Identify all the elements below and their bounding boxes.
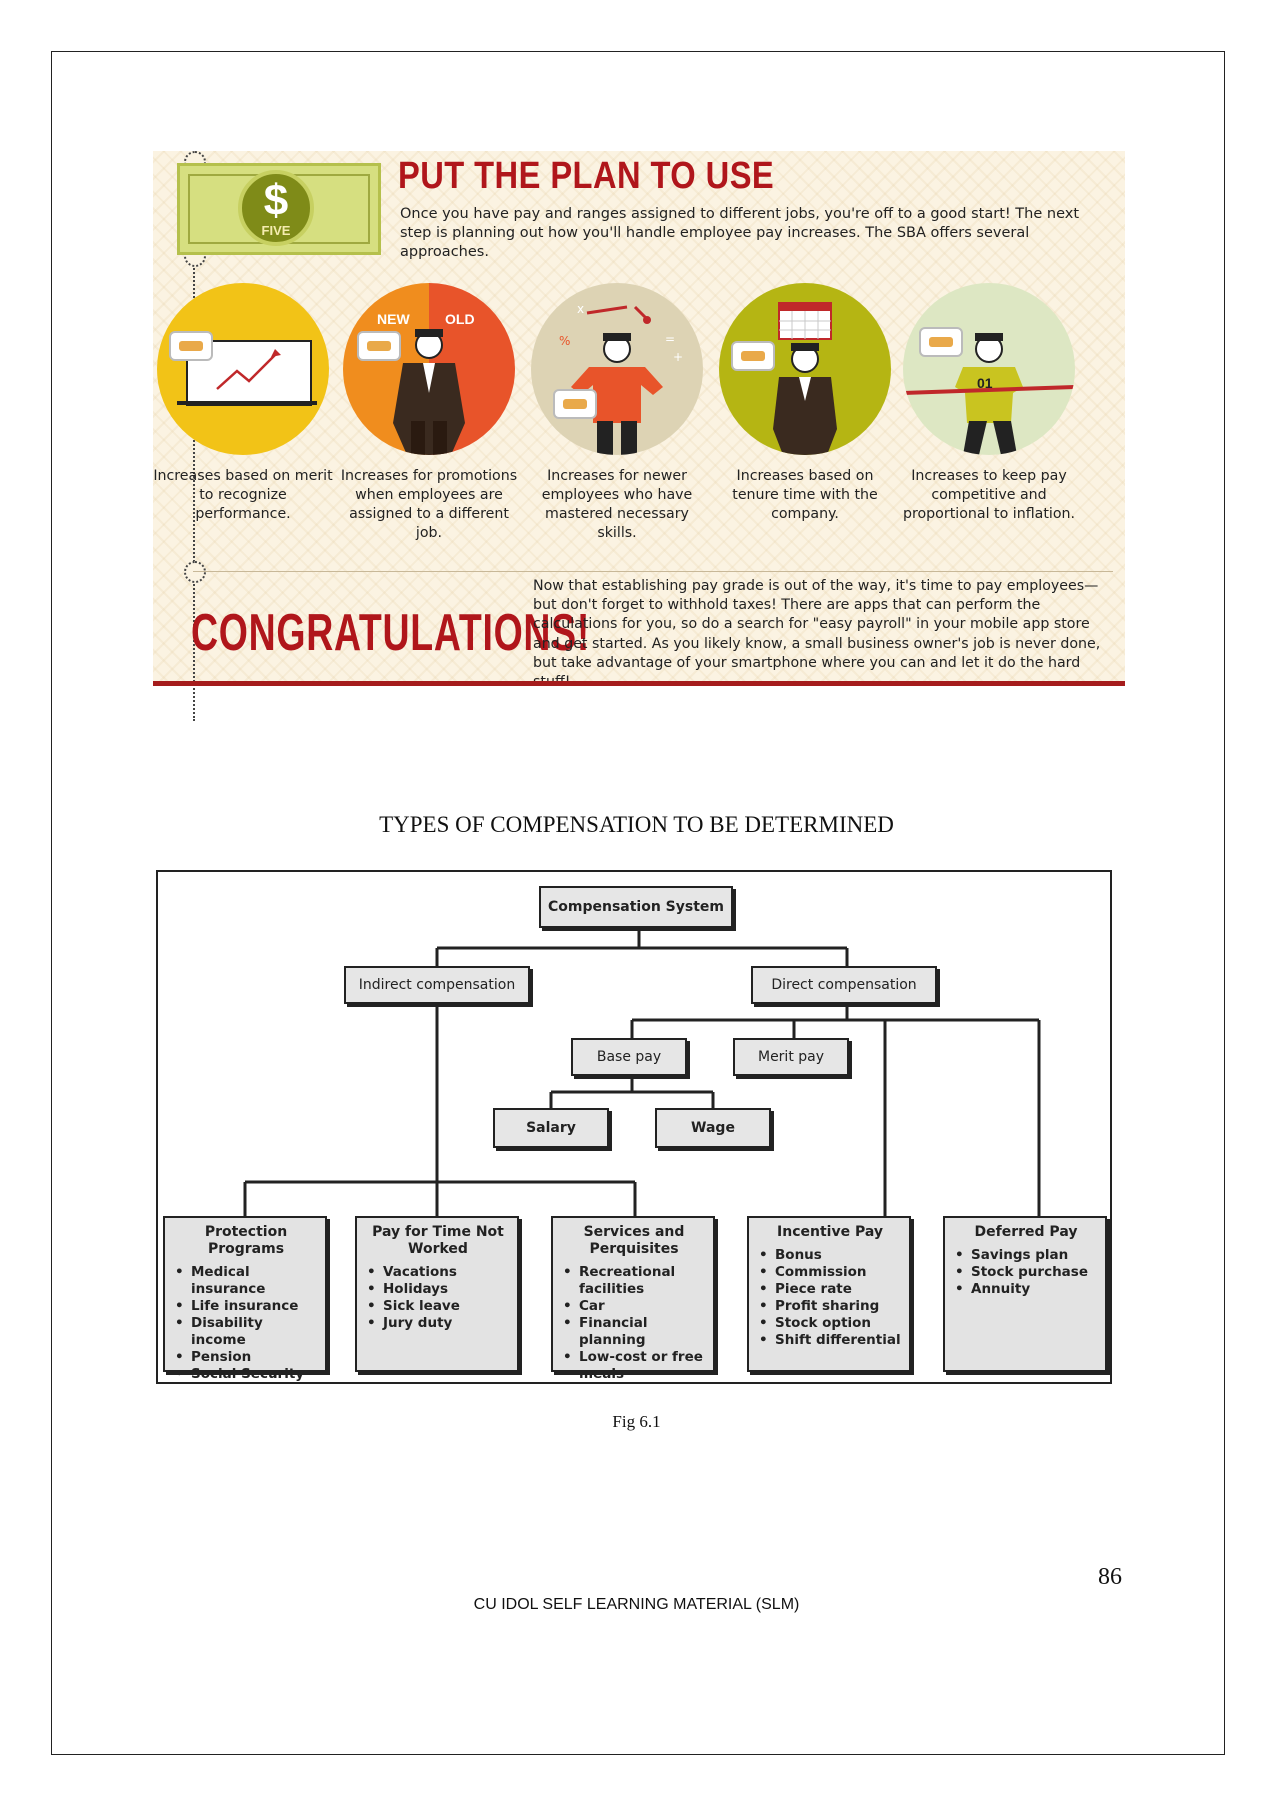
leaf-title: Pay for Time Not Worked xyxy=(372,1224,504,1257)
congratulations-heading: CONGRATULATIONS! xyxy=(191,604,591,662)
svg-text:%: % xyxy=(559,334,570,348)
step-merit: Increases based on merit to recognize pe… xyxy=(153,283,333,524)
step-promotion: NEW OLD Increases for promotions when em… xyxy=(339,283,519,543)
divider xyxy=(193,571,1113,572)
congratulations-text: Now that establishing pay grade is out o… xyxy=(533,578,1101,690)
leaf-item: Disability income xyxy=(175,1315,317,1349)
leaf-item: Sick leave xyxy=(367,1298,509,1315)
step-new-skills: x % = + Increases for newer employees wh… xyxy=(527,283,707,543)
leaf-item: Bonus xyxy=(759,1247,901,1264)
new-tag: NEW xyxy=(377,311,410,327)
pay-for-time-not-worked-node: Pay for Time Not Worked Vacations Holida… xyxy=(355,1216,519,1372)
timeline-dotted-line xyxy=(193,161,195,721)
svg-text:+: + xyxy=(673,350,683,364)
svg-text:x: x xyxy=(577,302,584,316)
page-footer: CU IDOL SELF LEARNING MATERIAL (SLM) xyxy=(473,1596,800,1613)
compensation-system-node: Compensation System xyxy=(539,886,733,928)
step-label: Increases to keep pay competitive and pr… xyxy=(902,468,1076,522)
leaf-title: Incentive Pay xyxy=(777,1224,883,1240)
leaf-item: Annuity xyxy=(955,1281,1097,1298)
leaf-item: Piece rate xyxy=(759,1281,901,1298)
leaf-item: Car xyxy=(563,1298,705,1315)
step-inflation: 01 Increases to keep pay competitive and… xyxy=(899,283,1079,524)
leaf-item: Social Security xyxy=(175,1366,317,1383)
indirect-compensation-node: Indirect compensation xyxy=(344,966,530,1004)
timeline-dot xyxy=(184,561,206,583)
leaf-item: Stock purchase xyxy=(955,1264,1097,1281)
step-label: Increases based on merit to recognize pe… xyxy=(153,468,333,522)
compensation-chart: Compensation System Indirect compensatio… xyxy=(156,870,1112,1384)
leaf-title: Protection Programs xyxy=(204,1224,288,1257)
connector-lines xyxy=(243,929,1041,1216)
step-label: Increases for promotions when employees … xyxy=(340,468,518,541)
runner-finish-icon: 01 xyxy=(903,283,1075,455)
deferred-pay-node: Deferred Pay Savings plan Stock purchase… xyxy=(943,1216,1107,1372)
merit-pay-node: Merit pay xyxy=(733,1038,849,1076)
old-tag: OLD xyxy=(445,311,475,327)
incentive-pay-node: Incentive Pay Bonus Commission Piece rat… xyxy=(747,1216,911,1372)
base-pay-node: Base pay xyxy=(571,1038,687,1076)
direct-compensation-node: Direct compensation xyxy=(751,966,937,1004)
step-tenure: Increases based on tenure time with the … xyxy=(715,283,895,524)
step-label: Increases for newer employees who have m… xyxy=(541,468,693,541)
section-heading: TYPES OF COMPENSATION TO BE DETERMINED xyxy=(379,812,894,837)
page-number: 86 xyxy=(1098,1564,1122,1590)
svg-text:=: = xyxy=(665,332,675,346)
wage-node: Wage xyxy=(655,1108,771,1148)
calendar-employee-icon xyxy=(719,283,891,455)
leaf-item: Recreational facilities xyxy=(563,1264,705,1298)
leaf-item: Profit sharing xyxy=(759,1298,901,1315)
leaf-item: Low-cost or free meals xyxy=(563,1349,705,1383)
page-border xyxy=(51,51,1225,1755)
leaf-item: Shift differential xyxy=(759,1332,901,1349)
banknote-word: FIVE xyxy=(261,223,291,238)
five-dollar-bill-icon: $ FIVE xyxy=(177,163,381,255)
runner-bib: 01 xyxy=(977,375,993,391)
leaf-item: Medical insurance xyxy=(175,1264,317,1298)
infographic-title: PUT THE PLAN TO USE xyxy=(398,155,775,197)
juggling-employee-icon: x % = + xyxy=(531,283,703,455)
leaf-item: Savings plan xyxy=(955,1247,1097,1264)
services-and-perquisites-node: Services and Perquisites Recreational fa… xyxy=(551,1216,715,1382)
infographic-bottom-rule xyxy=(153,681,1125,686)
leaf-item: Life insurance xyxy=(175,1298,317,1315)
leaf-item: Pension xyxy=(175,1349,317,1366)
leaf-title: Deferred Pay xyxy=(974,1224,1078,1240)
leaf-item: Financial planning xyxy=(563,1315,705,1349)
salary-node: Salary xyxy=(493,1108,609,1148)
leaf-item: Commission xyxy=(759,1264,901,1281)
pay-plan-infographic: $ FIVE PUT THE PLAN TO USE Once you have… xyxy=(153,151,1125,721)
leaf-item: Holidays xyxy=(367,1281,509,1298)
leaf-item: Vacations xyxy=(367,1264,509,1281)
leaf-title: Services and Perquisites xyxy=(583,1224,685,1257)
protection-programs-node: Protection Programs Medical insurance Li… xyxy=(163,1216,327,1383)
dollar-sign: $ xyxy=(263,176,289,225)
leaf-item: Jury duty xyxy=(367,1315,509,1332)
step-label: Increases based on tenure time with the … xyxy=(732,468,878,522)
businessman-icon: NEW OLD xyxy=(343,283,515,455)
leaf-item: Stock option xyxy=(759,1315,901,1332)
rising-chart-icon xyxy=(157,283,329,455)
infographic-intro: Once you have pay and ranges assigned to… xyxy=(400,206,1080,260)
figure-caption: Fig 6.1 xyxy=(612,1412,661,1431)
